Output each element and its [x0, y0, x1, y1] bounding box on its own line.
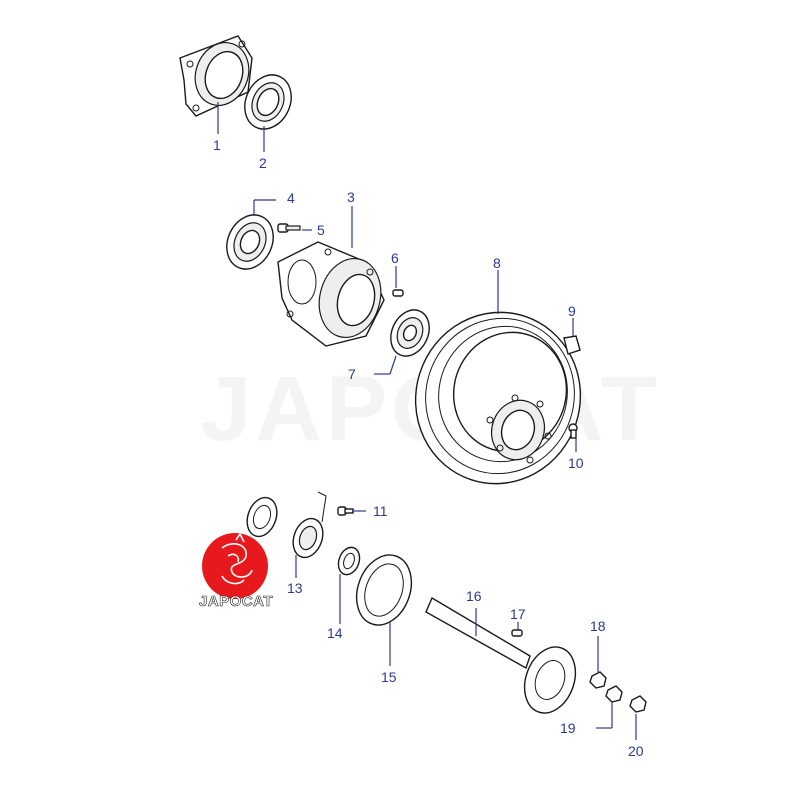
japocat-logo: JAPOCAT — [199, 532, 273, 610]
callout-13: 13 — [287, 580, 303, 596]
part-15-gasket — [355, 554, 413, 626]
callout-8: 8 — [493, 255, 501, 271]
part-2-oil-seal — [244, 74, 292, 130]
callout-15: 15 — [381, 669, 397, 685]
part-1-bearing-retainer — [179, 35, 253, 117]
part-13-retainer-ring — [292, 491, 327, 559]
part-14-axle-bearing — [337, 546, 361, 576]
logo-red-circle — [202, 533, 268, 599]
part-10-screw — [568, 423, 578, 439]
part-20-nut — [629, 695, 647, 713]
callout-10: 10 — [568, 455, 584, 471]
callout-labels: 1 2 3 4 5 6 7 8 9 10 11 13 14 15 16 17 1… — [213, 137, 644, 759]
callout-16: 16 — [466, 588, 482, 604]
callout-11: 11 — [373, 503, 388, 519]
part-5-hub-bolt — [277, 223, 301, 233]
callout-7: 7 — [348, 366, 356, 382]
callout-6: 6 — [391, 250, 399, 266]
logo-text: JAPOCAT — [199, 593, 273, 610]
callout-19: 19 — [560, 720, 576, 736]
leader-lines — [217, 102, 637, 740]
part-7-inner-bearing — [390, 309, 430, 357]
callout-4: 4 — [287, 190, 295, 206]
part-9-clip — [563, 335, 581, 355]
callout-14: 14 — [327, 625, 343, 641]
part-4-outer-bearing — [226, 214, 274, 270]
callout-18: 18 — [590, 618, 606, 634]
callout-2: 2 — [259, 155, 267, 171]
part-12-washer — [246, 496, 278, 538]
part-17-key — [511, 629, 523, 637]
part-6-pin — [392, 289, 404, 297]
callout-20: 20 — [628, 743, 644, 759]
part-8-brake-drum — [414, 311, 582, 485]
part-16-axle-shaft — [425, 596, 577, 714]
callout-5: 5 — [317, 222, 325, 238]
part-11-small-bolt — [337, 506, 354, 516]
callout-1: 1 — [213, 137, 221, 153]
callout-17: 17 — [510, 606, 526, 622]
part-19-nut — [605, 685, 623, 703]
callout-3: 3 — [347, 189, 355, 205]
callout-9: 9 — [568, 303, 576, 319]
part-3-rear-hub — [277, 241, 385, 347]
logo-dragon-icon — [221, 532, 253, 585]
part-18-nut — [589, 671, 607, 689]
